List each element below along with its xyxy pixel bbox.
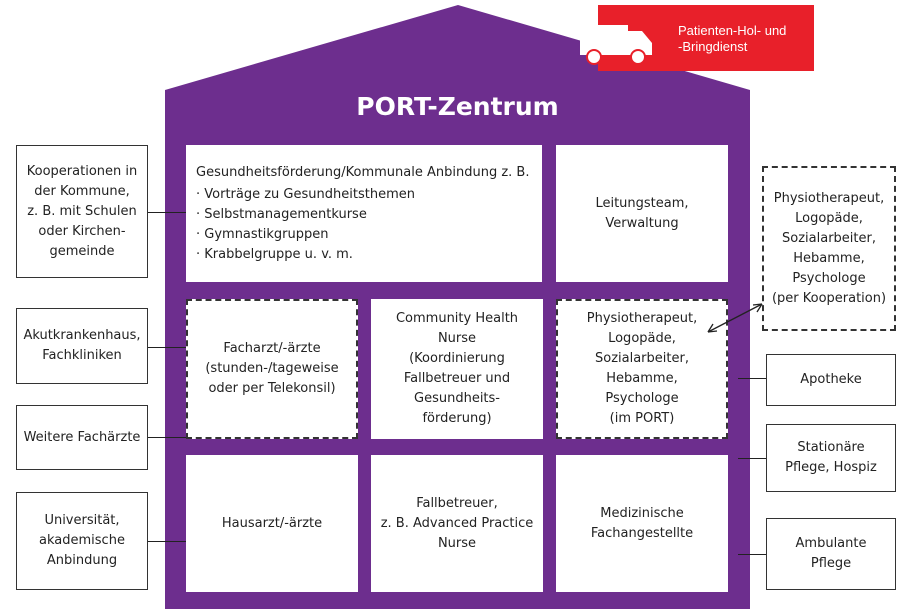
management-line: Verwaltung xyxy=(605,215,679,231)
chn-line: (Koordinierung xyxy=(409,351,505,366)
double-arrow-icon xyxy=(707,303,763,333)
management-line: Leitungsteam, xyxy=(595,195,689,211)
list-item: Vorträge zu Gesundheitsthemen xyxy=(196,185,529,205)
outpatient-care-line: Pflege xyxy=(810,556,852,571)
acute-hospital-box: Akutkrankenhaus, Fachkliniken xyxy=(16,308,148,384)
page-title: PORT-Zentrum xyxy=(356,92,559,121)
therapists-port-line: Physiotherapeut, xyxy=(586,311,698,326)
gp-box: Hausarzt/-ärzte xyxy=(186,455,358,592)
inpatient-care-line: Pflege, Hospiz xyxy=(785,460,877,475)
chn-line: Gesundheits- xyxy=(414,391,500,406)
chn-line: Nurse xyxy=(437,331,477,346)
connector-line xyxy=(148,437,186,438)
medical-assistant-box: Medizinische Fachangestellte xyxy=(556,455,728,592)
university-line: akademische xyxy=(39,533,125,548)
pharmacy-line: Apotheke xyxy=(800,372,862,387)
banner-line-2: -Bringdienst xyxy=(678,39,748,54)
therapists-coop-line: Sozialarbeiter, xyxy=(782,230,876,246)
chn-line: Fallbetreuer und xyxy=(403,371,511,386)
patient-transport-banner: Patienten-Hol- und -Bringdienst xyxy=(580,5,814,71)
community-health-nurse-box: Community Health Nurse (Koordinierung Fa… xyxy=(371,299,543,439)
therapists-port-line: (im PORT) xyxy=(609,411,675,426)
list-item: Selbstmanagementkurse xyxy=(196,205,529,225)
case-manager-line: Fallbetreuer, xyxy=(416,495,498,511)
connector-line xyxy=(148,541,186,542)
university-line: Anbindung xyxy=(46,553,118,568)
municipal-line: z. B. mit Schulen xyxy=(27,203,137,219)
inpatient-care-line: Stationäre xyxy=(797,440,865,455)
case-manager-line: Nurse xyxy=(437,535,477,551)
municipal-cooperation-box: Kooperationen in der Kommune, z. B. mit … xyxy=(16,145,148,278)
therapists-port-line: Hebamme, xyxy=(606,371,678,386)
other-specialists-box: Weitere Fachärzte xyxy=(16,405,148,470)
list-item: Gymnastikgruppen xyxy=(196,225,529,245)
therapists-coop-line: (per Kooperation) xyxy=(771,290,887,306)
list-item: Krabbelgruppe u. v. m. xyxy=(196,245,529,265)
management-box: Leitungsteam, Verwaltung xyxy=(556,145,728,282)
case-manager-line: z. B. Advanced Practice xyxy=(380,515,534,531)
therapists-port-box: Physiotherapeut, Logopäde, Sozialarbeite… xyxy=(556,299,728,439)
connector-line xyxy=(148,347,186,348)
specialist-line: (stunden-/tageweise xyxy=(205,361,339,376)
university-box: Universität, akademische Anbindung xyxy=(16,492,148,590)
outpatient-care-line: Ambulante xyxy=(795,536,867,551)
other-specialists-line: Weitere Fachärzte xyxy=(23,429,141,445)
medical-assistant-line: Fachangestellte xyxy=(590,525,694,541)
therapists-port-line: Sozialarbeiter, xyxy=(595,351,689,366)
connector-line xyxy=(148,212,186,213)
pharmacy-box: Apotheke xyxy=(766,354,896,406)
acute-hospital-line: Fachkliniken xyxy=(42,348,122,363)
chn-line: förderung) xyxy=(422,411,492,426)
municipal-line: gemeinde xyxy=(49,243,115,259)
therapists-port-line: Psychologe xyxy=(605,391,679,406)
health-promotion-box: Gesundheitsförderung/Kommunale Anbindung… xyxy=(186,145,542,282)
outpatient-care-box: Ambulante Pflege xyxy=(766,518,896,590)
therapists-coop-line: Psychologe xyxy=(792,270,866,286)
chn-line: Community Health xyxy=(395,311,519,326)
ambulance-icon xyxy=(580,25,652,65)
inpatient-care-box: Stationäre Pflege, Hospiz xyxy=(766,424,896,492)
specialist-box: Facharzt/-ärzte (stunden-/tageweise oder… xyxy=(186,299,358,439)
connector-line xyxy=(738,378,766,379)
specialist-line: oder per Telekonsil) xyxy=(208,381,336,396)
banner-label: Patienten-Hol- und -Bringdienst xyxy=(678,23,786,55)
acute-hospital-line: Akutkrankenhaus, xyxy=(23,328,141,343)
municipal-line: oder Kirchen- xyxy=(38,223,126,239)
therapists-port-line: Logopäde, xyxy=(608,331,676,346)
medical-assistant-line: Medizinische xyxy=(600,505,684,521)
connector-line xyxy=(738,458,766,459)
banner-line-1: Patienten-Hol- und xyxy=(678,23,787,38)
case-manager-box: Fallbetreuer, z. B. Advanced Practice Nu… xyxy=(371,455,543,592)
gp-line: Hausarzt/-ärzte xyxy=(221,515,323,531)
health-promotion-list: Vorträge zu Gesundheitsthemen Selbstmana… xyxy=(196,185,529,265)
therapists-coop-line: Physiotherapeut, xyxy=(773,190,885,206)
municipal-line: der Kommune, xyxy=(34,183,130,199)
university-line: Universität, xyxy=(44,513,120,528)
therapists-cooperation-box: Physiotherapeut, Logopäde, Sozialarbeite… xyxy=(762,166,896,331)
connector-line xyxy=(738,554,766,555)
municipal-line: Kooperationen in xyxy=(26,163,138,179)
therapists-coop-line: Hebamme, xyxy=(793,250,865,266)
health-promotion-heading: Gesundheitsförderung/Kommunale Anbindung… xyxy=(196,164,530,180)
therapists-coop-line: Logopäde, xyxy=(795,210,863,226)
specialist-line: Facharzt/-ärzte xyxy=(223,341,321,356)
